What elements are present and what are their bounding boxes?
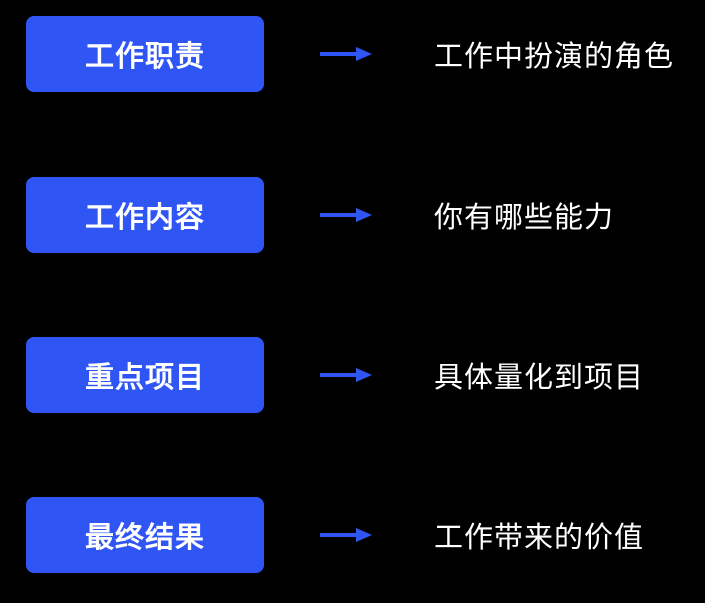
row-job-content: 工作内容 你有哪些能力 bbox=[0, 177, 705, 253]
description-final-results: 工作带来的价值 bbox=[434, 520, 645, 554]
description-job-duties: 工作中扮演的角色 bbox=[434, 39, 675, 73]
right-arrow-icon bbox=[320, 208, 372, 222]
label-box-job-duties: 工作职责 bbox=[26, 16, 264, 92]
row-key-projects: 重点项目 具体量化到项目 bbox=[0, 337, 705, 413]
description-key-projects: 具体量化到项目 bbox=[434, 360, 645, 394]
right-arrow-icon bbox=[320, 528, 372, 542]
description-job-content: 你有哪些能力 bbox=[434, 200, 615, 234]
right-arrow-icon bbox=[320, 47, 372, 61]
row-job-duties: 工作职责 工作中扮演的角色 bbox=[0, 16, 705, 92]
row-final-results: 最终结果 工作带来的价值 bbox=[0, 497, 705, 573]
label-box-key-projects: 重点项目 bbox=[26, 337, 264, 413]
label-box-job-content: 工作内容 bbox=[26, 177, 264, 253]
label-box-final-results: 最终结果 bbox=[26, 497, 264, 573]
right-arrow-icon bbox=[320, 368, 372, 382]
